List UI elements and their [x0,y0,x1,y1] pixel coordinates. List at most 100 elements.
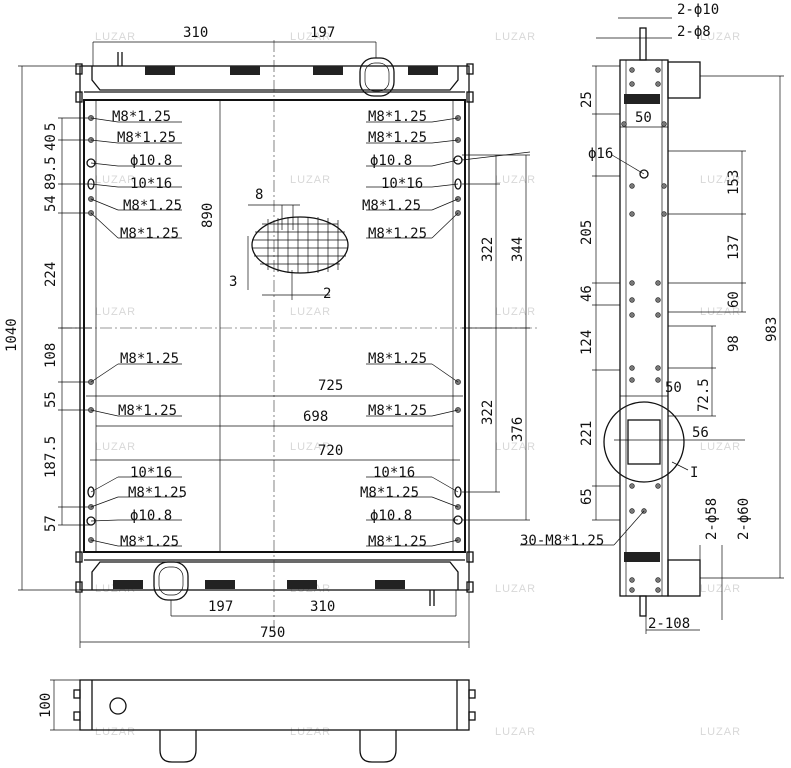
right-dim-322-top: 322 [480,237,496,262]
width-top-label: 50 [635,110,652,126]
drain-stub [639,595,647,617]
bolt [466,551,474,563]
left-callout: M8*1.25 [120,351,179,367]
side-dim-205: 205 [579,220,595,245]
watermark: LUZAR [495,441,536,453]
watermark: LUZAR [290,174,331,186]
leader-line [611,154,645,175]
left-callout: 10*16 [130,176,172,192]
left-callout: M8*1.25 [128,485,187,501]
watermark: LUZAR [290,31,331,43]
leader-line [671,461,689,471]
side-tank-body [619,59,669,597]
bottom-view: 100 [38,679,476,763]
side-pipe [667,559,701,597]
watermark: LUZAR [495,31,536,43]
overall-height-label: 1040 [4,318,20,352]
rubber-pad [145,66,175,75]
left-callout: ϕ10.8 [130,508,172,524]
left-callout: M8*1.25 [118,403,177,419]
pipe-dim-phi60: 2-ϕ60 [736,498,752,540]
bolt [468,689,476,699]
watermark: LUZAR [95,726,136,738]
right-callout: M8*1.25 [368,109,427,125]
left-callout: M8*1.25 [117,130,176,146]
right-dim-376: 376 [510,417,526,442]
watermark: LUZAR [495,726,536,738]
rubber-pad [624,552,660,562]
core-height-label: 890 [200,203,216,228]
mesh-grid [252,217,348,273]
left-dim-108: 108 [43,343,59,368]
bolt [75,63,83,75]
watermark: LUZAR [700,441,741,453]
bolt [73,711,81,721]
side-dim-124: 124 [579,330,595,355]
mesh-gap-label: 2 [323,286,331,302]
bolt [75,91,83,103]
left-holes [86,115,96,543]
top-dim-right: 197 [310,25,335,41]
top-label-phi8: 2-ϕ8 [677,24,711,40]
right-dim-98: 98 [726,335,742,352]
bolt [466,581,474,593]
depth-label: 100 [38,693,54,718]
detail-circle [603,401,685,483]
right-callout: M8*1.25 [368,534,427,550]
left-callout: 10*16 [130,465,172,481]
bottom-dim-right: 310 [310,599,335,615]
mesh-pitch-label: 8 [255,187,263,203]
mesh-height-label: 3 [229,274,237,290]
bolt [468,711,476,721]
right-holes [453,115,463,543]
pipe-dim-phi58: 2-ϕ58 [704,498,720,540]
inlet-pipe [359,57,395,97]
side-pipe [667,61,701,99]
bolt [73,689,81,699]
watermark: LUZAR [95,441,136,453]
right-callout-leaders [366,117,459,547]
right-dim-153: 153 [726,170,742,195]
watermark: LUZAR [95,174,136,186]
bottom-label-2-108: 2-108 [648,616,690,632]
overall-width-label: 750 [260,625,285,641]
side-left-ticks [592,65,620,521]
watermark: LUZAR [95,306,136,318]
right-dim-60: 60 [726,291,742,308]
bolt [466,91,474,103]
left-callout: M8*1.25 [120,534,179,550]
bottom-tank [91,561,459,590]
watermark: LUZAR [495,174,536,186]
right-callout: M8*1.25 [368,226,427,242]
leader-line [613,510,645,546]
right-dim-137: 137 [726,235,742,260]
side-dim-65: 65 [579,488,595,505]
rubber-pad [205,580,235,589]
right-callout: 10*16 [381,176,423,192]
bolt [466,63,474,75]
right-dim-72-5: 72.5 [696,378,712,412]
right-dim-322-bottom: 322 [480,400,496,425]
core-mesh-detail [251,216,349,274]
width-725: 725 [318,378,343,394]
rubber-pad [408,66,438,75]
detail-label: I [690,465,698,481]
watermark: LUZAR [495,306,536,318]
width-mid-label: 50 [665,380,682,396]
left-dim-224: 224 [43,262,59,287]
pipe-stub [159,730,197,763]
watermark: LUZAR [290,306,331,318]
right-dim-344: 344 [510,237,526,262]
left-stack-ticks [58,117,92,526]
top-dim-left: 310 [183,25,208,41]
right-callout: M8*1.25 [368,403,427,419]
top-label-phi10: 2-ϕ10 [677,2,719,18]
watermark: LUZAR [700,726,741,738]
bolt [75,581,83,593]
detail-pipe [627,419,661,465]
left-callout: M8*1.25 [123,198,182,214]
left-callout: M8*1.25 [112,109,171,125]
side-dim-46: 46 [579,285,595,302]
outlet-pipe-inner [158,566,184,596]
watermark: LUZAR [700,31,741,43]
